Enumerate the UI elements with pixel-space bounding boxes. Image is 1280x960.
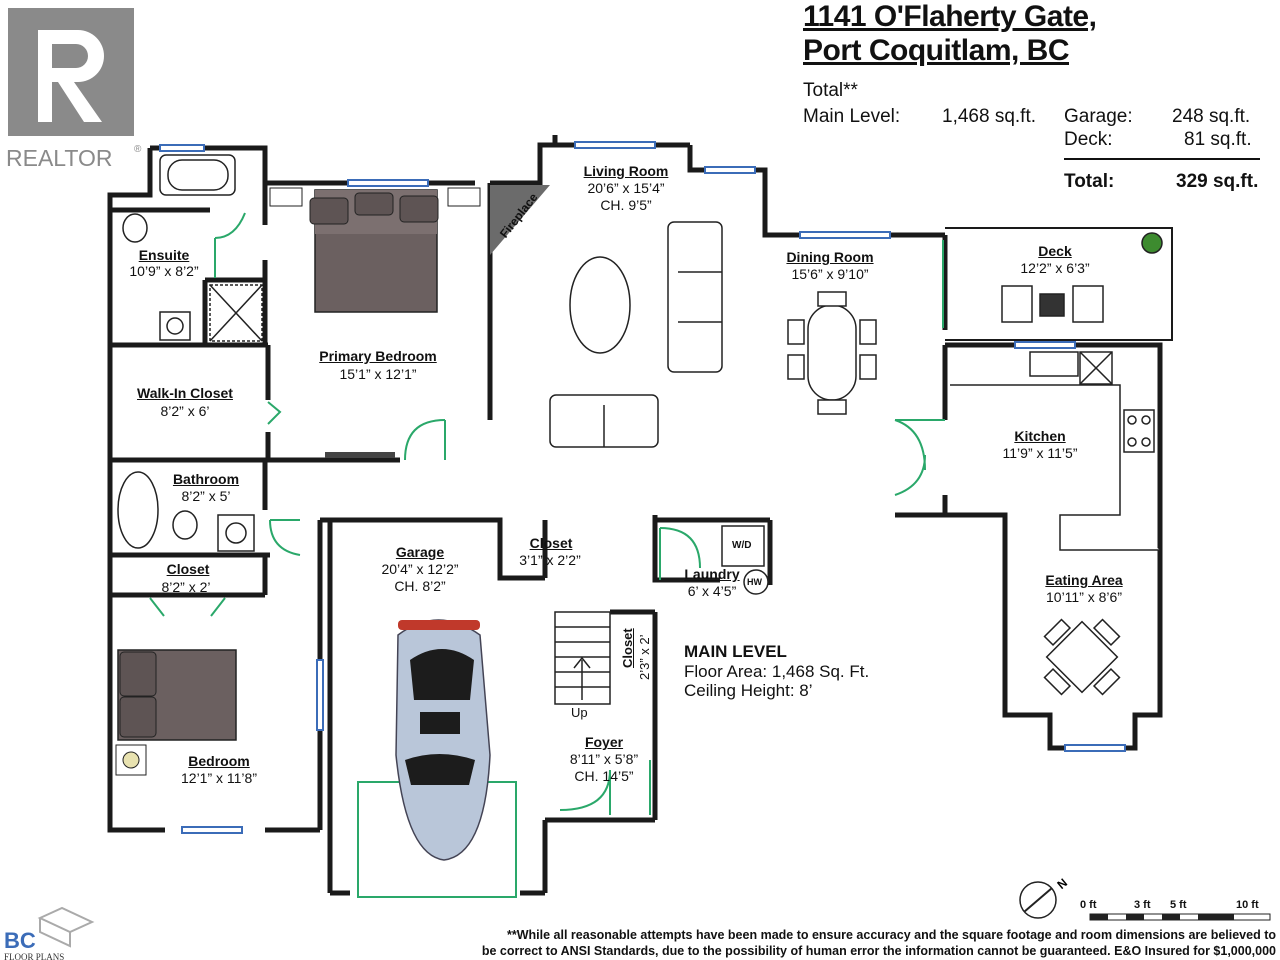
bedroom-bed [115,649,237,776]
scale-tick-0: 0 ft [1080,899,1097,911]
living-room-dim: 20’6” x 15’4” [587,180,665,196]
stairs-up-label: Up [571,705,588,720]
living-furniture [549,221,723,448]
summary-total-header: Total** [803,80,858,101]
scale-tick-3: 3 ft [1134,899,1151,911]
washer-dryer-label: W/D [732,540,752,551]
svg-text:®: ® [134,144,142,155]
level-title: MAIN LEVEL [684,642,787,661]
ensuite-dim: 10’9” x 8’2” [129,263,199,279]
eating-table [1043,618,1121,696]
dining-set [787,291,877,415]
bedroom-dim: 12’1” x 11’8” [180,770,258,786]
scale-tick-5: 5 ft [1170,899,1187,911]
hot-water-label: HW [747,577,762,587]
primary-bed [269,187,481,458]
walkin-closet-label: Walk-In Closet [137,385,233,401]
summary-total-value: 329 sq.ft. [1176,171,1259,192]
summary-total-label: Total: [1064,171,1115,192]
summary-deck-label: Deck: [1064,129,1113,150]
walls [107,135,1173,896]
summary-garage-value: 248 sq.ft. [1172,106,1251,127]
kitchen-label: Kitchen [1014,428,1066,444]
ensuite-fixtures [122,154,263,342]
garage-dim: 20’4” x 12’2” [381,561,459,577]
vertical-closet-label: Closet [620,628,635,668]
garage-ceiling: CH. 8’2” [394,578,446,594]
realtor-logo: REALTOR ® [6,8,142,171]
foyer-dim: 8’11” x 5’8” [569,751,639,767]
walkin-closet-dim: 8’2” x 6’ [160,403,210,419]
bedroom-closet-dim: 8’2” x 2’ [161,579,211,595]
laundry-label: Laundry [684,566,740,582]
laundry-fixtures [721,525,769,595]
disclaimer-line-2: be correct to ANSI Standards, due to the… [481,944,1276,958]
dining-room-label: Dining Room [786,249,874,265]
disclaimer-line-1: **While all reasonable attempts have bee… [507,928,1276,942]
dining-room-dim: 15’6” x 9’10” [791,266,869,282]
garage-label: Garage [395,544,445,560]
foyer-closet-dim: 3’1” x 2’2” [519,552,581,568]
eating-area-label: Eating Area [1045,572,1123,588]
laundry-dim: 6’ x 4’5” [687,583,737,599]
bc-floorplans-logo: BC FLOOR PLANS [4,906,95,960]
ensuite-label: Ensuite [138,247,190,263]
kitchen-fixtures [950,351,1160,551]
fireplace [490,185,550,255]
address-line-1: 1141 O'Flaherty Gate, [803,0,1097,33]
address-line-2: Port Coquitlam, BC [803,34,1070,67]
foyer-ceiling: CH. 14’5” [574,768,634,784]
stairs [554,611,611,705]
eating-area-dim: 10’11” x 8’6” [1045,589,1123,605]
scale-bar [1089,913,1271,921]
foyer-closet-label: Closet [529,535,573,551]
bedroom-label: Bedroom [188,753,250,769]
windows [159,141,1126,834]
bathroom-fixtures [117,471,255,552]
level-floor-area: Floor Area: 1,468 Sq. Ft. [684,662,870,681]
primary-bedroom-dim: 15’1” x 12’1” [339,366,417,382]
summary-deck-value: 81 sq.ft. [1184,129,1252,150]
bathroom-dim: 8’2” x 5’ [181,488,231,504]
compass-icon [1019,881,1057,919]
summary-divider [1064,158,1260,160]
svg-text:FLOOR PLANS: FLOOR PLANS [4,952,64,960]
bedroom-closet-label: Closet [166,561,210,577]
vertical-closet-dim: 2’3” x 2’ [637,634,652,680]
summary-garage-label: Garage: [1064,106,1133,127]
realtor-text: REALTOR [6,145,113,171]
deck-furniture [1001,232,1163,323]
summary-main-label: Main Level: [803,106,901,127]
deck-dim: 12’2” x 6’3” [1020,260,1090,276]
svg-text:BC: BC [4,928,36,953]
primary-bedroom-label: Primary Bedroom [319,348,437,364]
bathroom-label: Bathroom [172,471,240,487]
compass-north: N [1054,876,1070,892]
living-room-ceiling: CH. 9’5” [600,197,652,213]
foyer-label: Foyer [584,734,624,750]
kitchen-dim: 11’9” x 11’5” [1002,445,1078,461]
level-ceiling-height: Ceiling Height: 8’ [684,681,813,700]
summary-main-value: 1,468 sq.ft. [942,106,1037,127]
car-icon [395,619,491,861]
deck-label: Deck [1038,243,1072,259]
living-room-label: Living Room [583,163,669,179]
scale-tick-10: 10 ft [1236,899,1259,911]
